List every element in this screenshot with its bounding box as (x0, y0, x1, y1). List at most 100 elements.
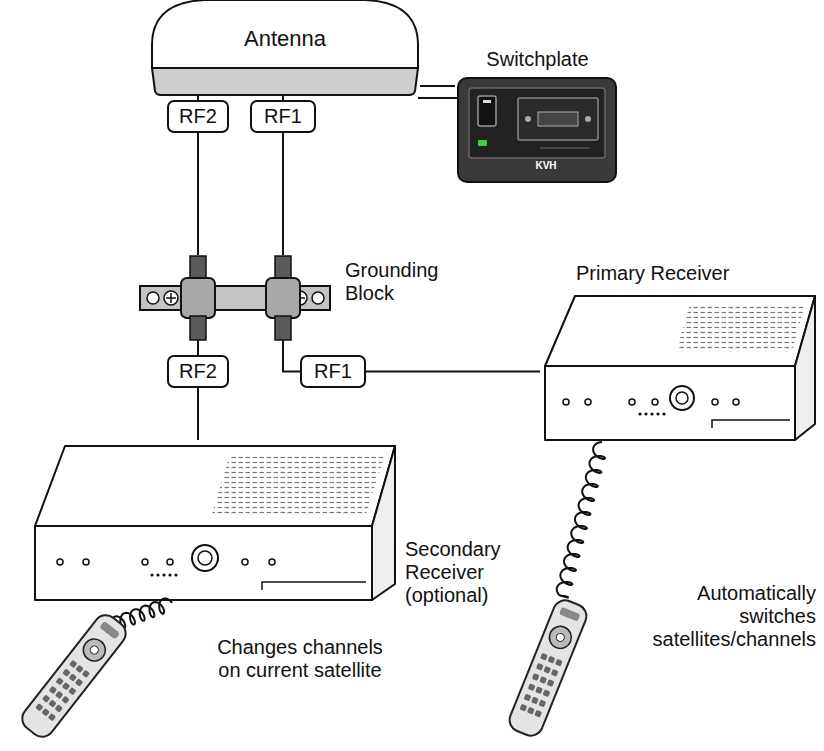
remote-key (61, 696, 69, 704)
module-display (538, 112, 578, 126)
remote-keys (35, 660, 90, 722)
remote-key (68, 687, 76, 695)
front-dial (198, 551, 212, 565)
cable-tag: RF1 (250, 100, 316, 133)
part-name: Primary Receiver (576, 262, 776, 285)
remote-key (559, 607, 581, 622)
front-button (269, 559, 275, 565)
remote-key (532, 673, 540, 681)
primary-receiver-node: Primary Receiver (540, 262, 815, 442)
remote-key (69, 673, 77, 681)
grounding-block (140, 256, 330, 340)
front-button (57, 559, 63, 565)
screw-head (164, 291, 178, 305)
ir-signal-coil (557, 442, 605, 598)
rocker-switch (478, 96, 496, 126)
control-module (518, 98, 598, 140)
dot (656, 412, 659, 415)
panel-line (540, 148, 590, 149)
remote-key (538, 700, 546, 708)
remote-key (531, 697, 539, 705)
dot (162, 573, 165, 576)
block-bar (140, 286, 330, 310)
remote-key (49, 686, 57, 694)
remote-key (75, 665, 83, 673)
screw-slot (170, 293, 172, 303)
remote-body (18, 610, 131, 741)
remote-key (41, 708, 49, 716)
remote-key (539, 676, 547, 684)
coax-cable (197, 340, 199, 355)
mount-hole (147, 292, 159, 304)
dot (150, 573, 153, 576)
cable-label: RF1 (264, 105, 302, 128)
remote-key (551, 669, 559, 677)
remote-key (48, 713, 56, 721)
remote-control (18, 610, 131, 741)
receiver-side (795, 296, 815, 440)
part-name: Secondary Receiver (optional) (405, 538, 530, 607)
receiver-top (35, 446, 395, 526)
switchplate-device (458, 78, 616, 182)
receiver-front (35, 526, 372, 600)
coax-connector (181, 256, 215, 340)
rocker-mark (483, 100, 491, 103)
remote-body (506, 597, 590, 740)
remote-key (540, 653, 548, 661)
switchplate-cable (418, 97, 458, 99)
connector-nut (275, 256, 291, 280)
remote-control (506, 597, 590, 740)
remote-key (543, 666, 551, 674)
brand-logo: KVH (526, 160, 566, 172)
secondary-receiver-node: Secondary Receiver (optional) (30, 440, 545, 610)
remote-key (543, 689, 551, 697)
remote-key (75, 678, 83, 686)
mount-screw (164, 291, 178, 305)
remote-key (527, 707, 535, 715)
antenna-node: Antenna (150, 0, 420, 95)
indicator-dots (638, 412, 665, 415)
part-name: Switchplate (455, 48, 620, 71)
remote-key (62, 682, 70, 690)
remote-key (547, 656, 555, 664)
remote-key (69, 660, 77, 668)
front-button (167, 559, 173, 565)
remote-key (534, 710, 542, 718)
remote-key (99, 621, 120, 640)
coax-cable (282, 133, 284, 255)
coax-cable (420, 85, 455, 87)
remote-key (519, 704, 527, 712)
remote-pad (79, 635, 110, 666)
coax-connector (266, 256, 300, 340)
cable-tag: RF2 (167, 355, 229, 388)
receiver-front (545, 366, 795, 440)
remote-key (35, 703, 43, 711)
front-button (712, 399, 718, 405)
mount-hole (312, 292, 324, 304)
cable-tag: RF2 (167, 100, 229, 133)
front-button (242, 559, 248, 565)
coax-cable (197, 388, 199, 440)
part-name: Grounding Block (345, 259, 440, 305)
callout-note: Changes channels on current satellite (212, 636, 388, 682)
coax-cable (283, 340, 300, 372)
connector-body (181, 278, 215, 318)
coax-cable (197, 133, 199, 255)
remote-key (528, 683, 536, 691)
dot (650, 412, 653, 415)
indicator-dots (150, 573, 177, 576)
dot (662, 412, 665, 415)
remote-key (535, 686, 543, 694)
status-led (478, 140, 487, 146)
dome-base (152, 68, 418, 95)
remote-key (547, 679, 555, 687)
receiver-side (372, 446, 395, 600)
front-dial (192, 545, 218, 571)
dot (156, 573, 159, 576)
receiver-top (545, 296, 815, 366)
card-slot (712, 420, 790, 428)
callout-note: Automatically switches satellites/channe… (636, 582, 816, 651)
cable-tag: RF1 (300, 355, 366, 388)
module-button (585, 116, 591, 122)
connector-body (266, 278, 300, 318)
